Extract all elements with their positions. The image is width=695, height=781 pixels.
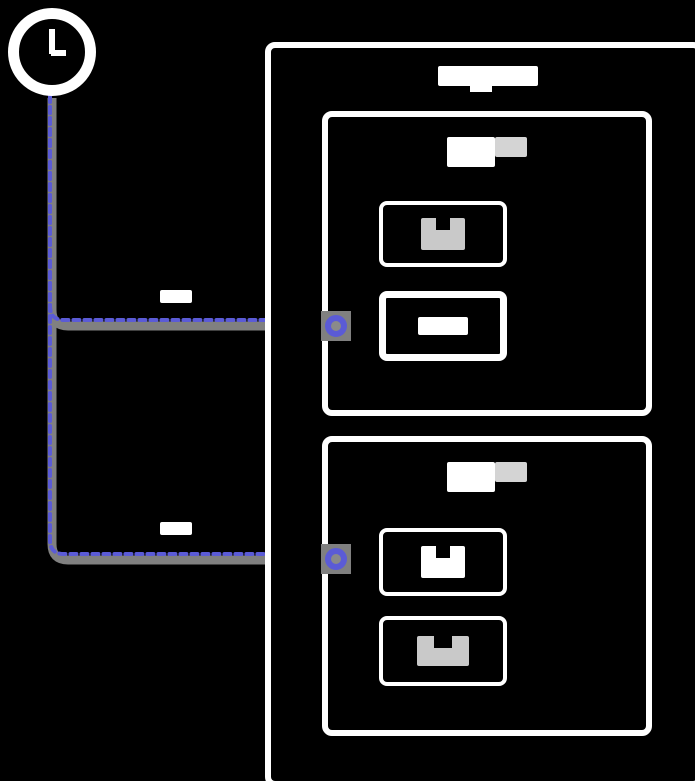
connection-handle-1[interactable]: [325, 315, 347, 337]
group-card-2-title: [447, 462, 495, 492]
item-box-3-label: [421, 545, 465, 578]
edge-label-2[interactable]: [160, 522, 192, 535]
item-box-2[interactable]: [379, 291, 507, 361]
item-box-2-label: [418, 317, 468, 335]
workflow-container[interactable]: [265, 42, 695, 781]
item-box-1[interactable]: [379, 201, 507, 267]
clock-hour-hand-icon: [51, 50, 66, 56]
item-box-4[interactable]: [379, 616, 507, 686]
group-card-1[interactable]: [322, 111, 652, 416]
clock-minute-hand-icon: [49, 29, 55, 54]
group-card-1-title: [447, 137, 495, 167]
group-card-2[interactable]: [322, 436, 652, 736]
connection-handle-2[interactable]: [325, 548, 347, 570]
item-box-4-label: [417, 635, 469, 666]
item-box-1-label: [421, 217, 465, 250]
group-card-1-header: [328, 137, 646, 167]
item-box-3[interactable]: [379, 528, 507, 596]
workflow-container-title: [438, 66, 538, 92]
edge-label-1[interactable]: [160, 290, 192, 303]
group-card-2-subtitle: [495, 462, 527, 482]
group-card-1-subtitle: [495, 137, 527, 157]
schedule-trigger-node[interactable]: [8, 8, 96, 96]
clock-icon: [8, 8, 96, 96]
group-card-2-header: [328, 462, 646, 492]
